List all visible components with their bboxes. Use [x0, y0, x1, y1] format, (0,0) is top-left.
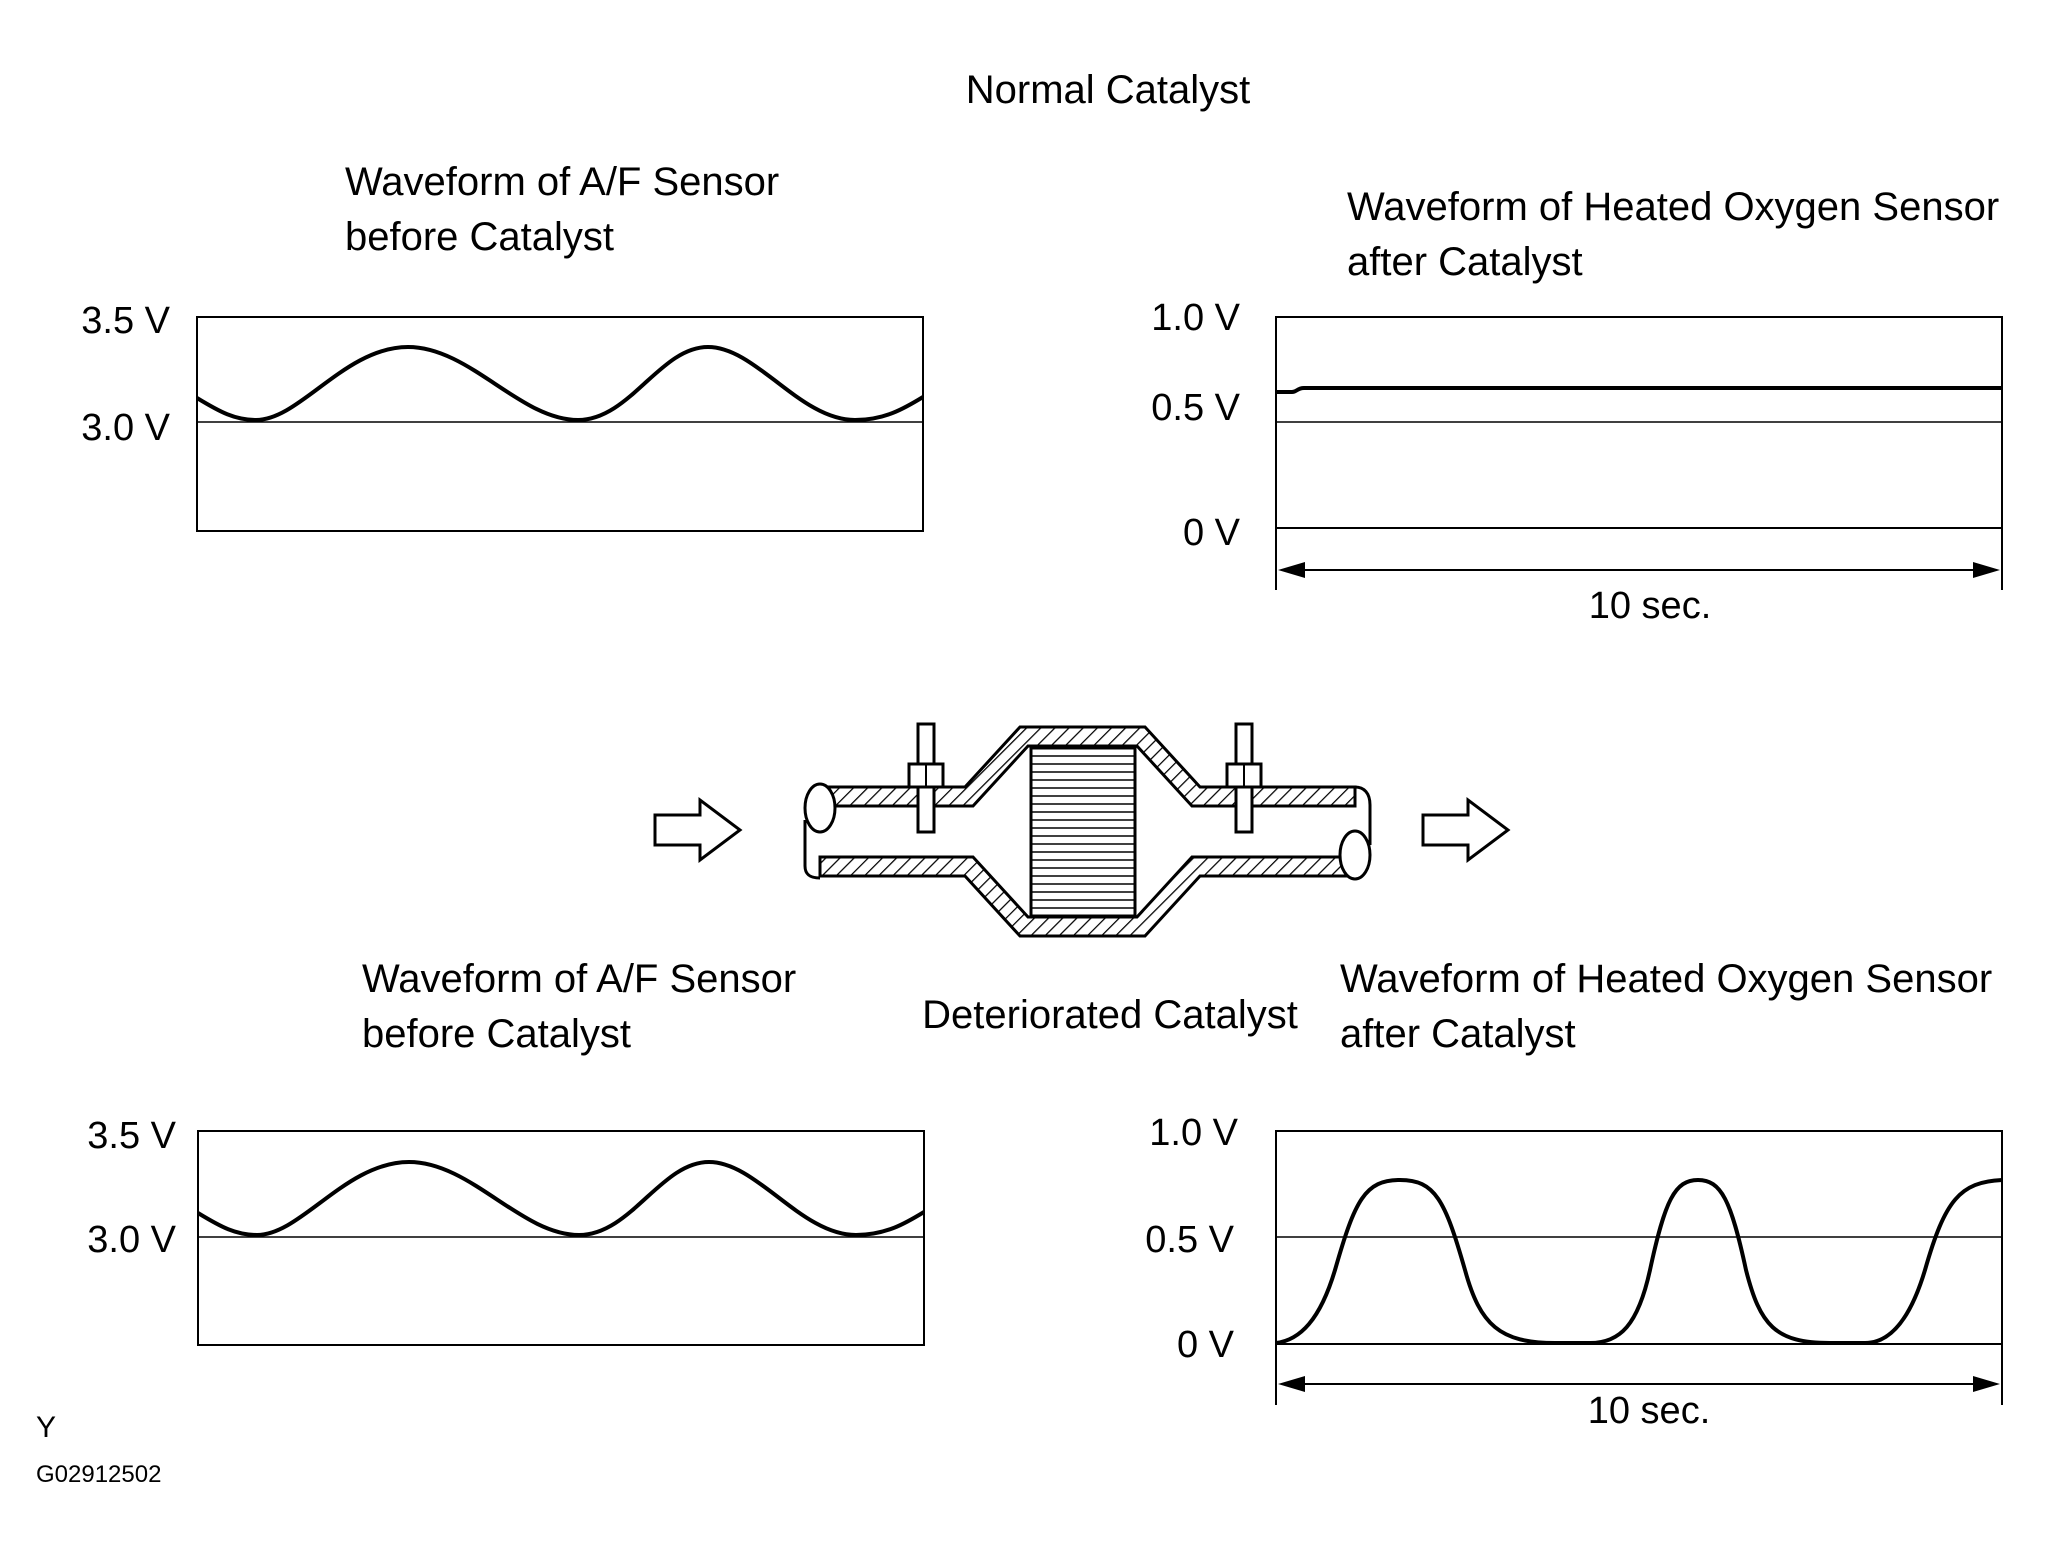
normal-af-title-line1: Waveform of A/F Sensor	[345, 160, 779, 204]
det-ho2-y-bot-label: 0 V	[1177, 1324, 1235, 1366]
outlet-pipe-end	[1338, 829, 1372, 881]
normal-ho2-span-label: 10 sec.	[1589, 585, 1712, 627]
converter-upper-wall	[818, 725, 1357, 808]
det-ho2-title-line2: after Catalyst	[1340, 1012, 1576, 1056]
normal-af-title-line2: before Catalyst	[345, 215, 614, 259]
normal-ho2-waveform	[1276, 386, 2002, 394]
normal-ho2-span-left-arrowhead	[1278, 562, 1305, 578]
substrate-cells	[1031, 755, 1135, 909]
af-sensor-icon	[907, 722, 945, 834]
deteriorated-catalyst-label: Deteriorated Catalyst	[922, 993, 1298, 1037]
normal-ho2-y-top-label: 1.0 V	[1151, 297, 1240, 339]
det-ho2-waveform	[1275, 1177, 2003, 1345]
inlet-arrow-icon	[653, 797, 743, 863]
det-ho2-y-mid-label: 0.5 V	[1145, 1219, 1234, 1261]
inlet-pipe-end	[803, 782, 837, 834]
figure-code: G02912502	[36, 1461, 161, 1488]
det-af-title-line1: Waveform of A/F Sensor	[362, 957, 796, 1001]
inlet-pipe-lower-curve	[803, 820, 821, 880]
normal-ho2-panel: Waveform of Heated Oxygen Sensor after C…	[1151, 185, 2003, 627]
outlet-arrow-icon	[1421, 797, 1511, 863]
outlet-pipe-upper-curve	[1354, 785, 1372, 845]
det-af-waveform	[196, 1159, 926, 1238]
det-ho2-panel: Waveform of Heated Oxygen Sensor after C…	[1145, 957, 2003, 1432]
normal-ho2-title-line1: Waveform of Heated Oxygen Sensor	[1347, 185, 1999, 229]
normal-ho2-y-bot-label: 0 V	[1183, 512, 1241, 554]
det-af-frame	[197, 1130, 925, 1346]
page-title: Normal Catalyst	[966, 68, 1251, 112]
normal-ho2-title-line2: after Catalyst	[1347, 240, 1583, 284]
det-ho2-title-line1: Waveform of Heated Oxygen Sensor	[1340, 957, 1992, 1001]
normal-af-frame	[196, 316, 924, 532]
det-ho2-y-top-label: 1.0 V	[1149, 1112, 1238, 1154]
det-af-y-mid-label: 3.0 V	[87, 1219, 176, 1261]
ho2-sensor-icon	[1225, 722, 1263, 834]
catalyst-substrate	[1029, 746, 1137, 918]
det-af-y-top-label: 3.5 V	[87, 1115, 176, 1157]
normal-af-y-top-label: 3.5 V	[81, 300, 170, 342]
det-ho2-span-label: 10 sec.	[1588, 1390, 1711, 1432]
det-af-panel: Waveform of A/F Sensor before Catalyst 3…	[87, 957, 926, 1346]
normal-af-y-mid-label: 3.0 V	[81, 407, 170, 449]
det-af-title-line2: before Catalyst	[362, 1012, 631, 1056]
normal-af-panel: Waveform of A/F Sensor before Catalyst 3…	[81, 160, 925, 532]
det-ho2-span-left-arrowhead	[1278, 1376, 1305, 1392]
normal-ho2-y-mid-label: 0.5 V	[1151, 387, 1240, 429]
det-ho2-span-right-arrowhead	[1973, 1376, 2000, 1392]
corner-mark: Y	[36, 1411, 56, 1444]
catalytic-converter-icon	[653, 722, 1511, 938]
normal-af-waveform	[195, 344, 925, 423]
normal-ho2-span-right-arrowhead	[1973, 562, 2000, 578]
